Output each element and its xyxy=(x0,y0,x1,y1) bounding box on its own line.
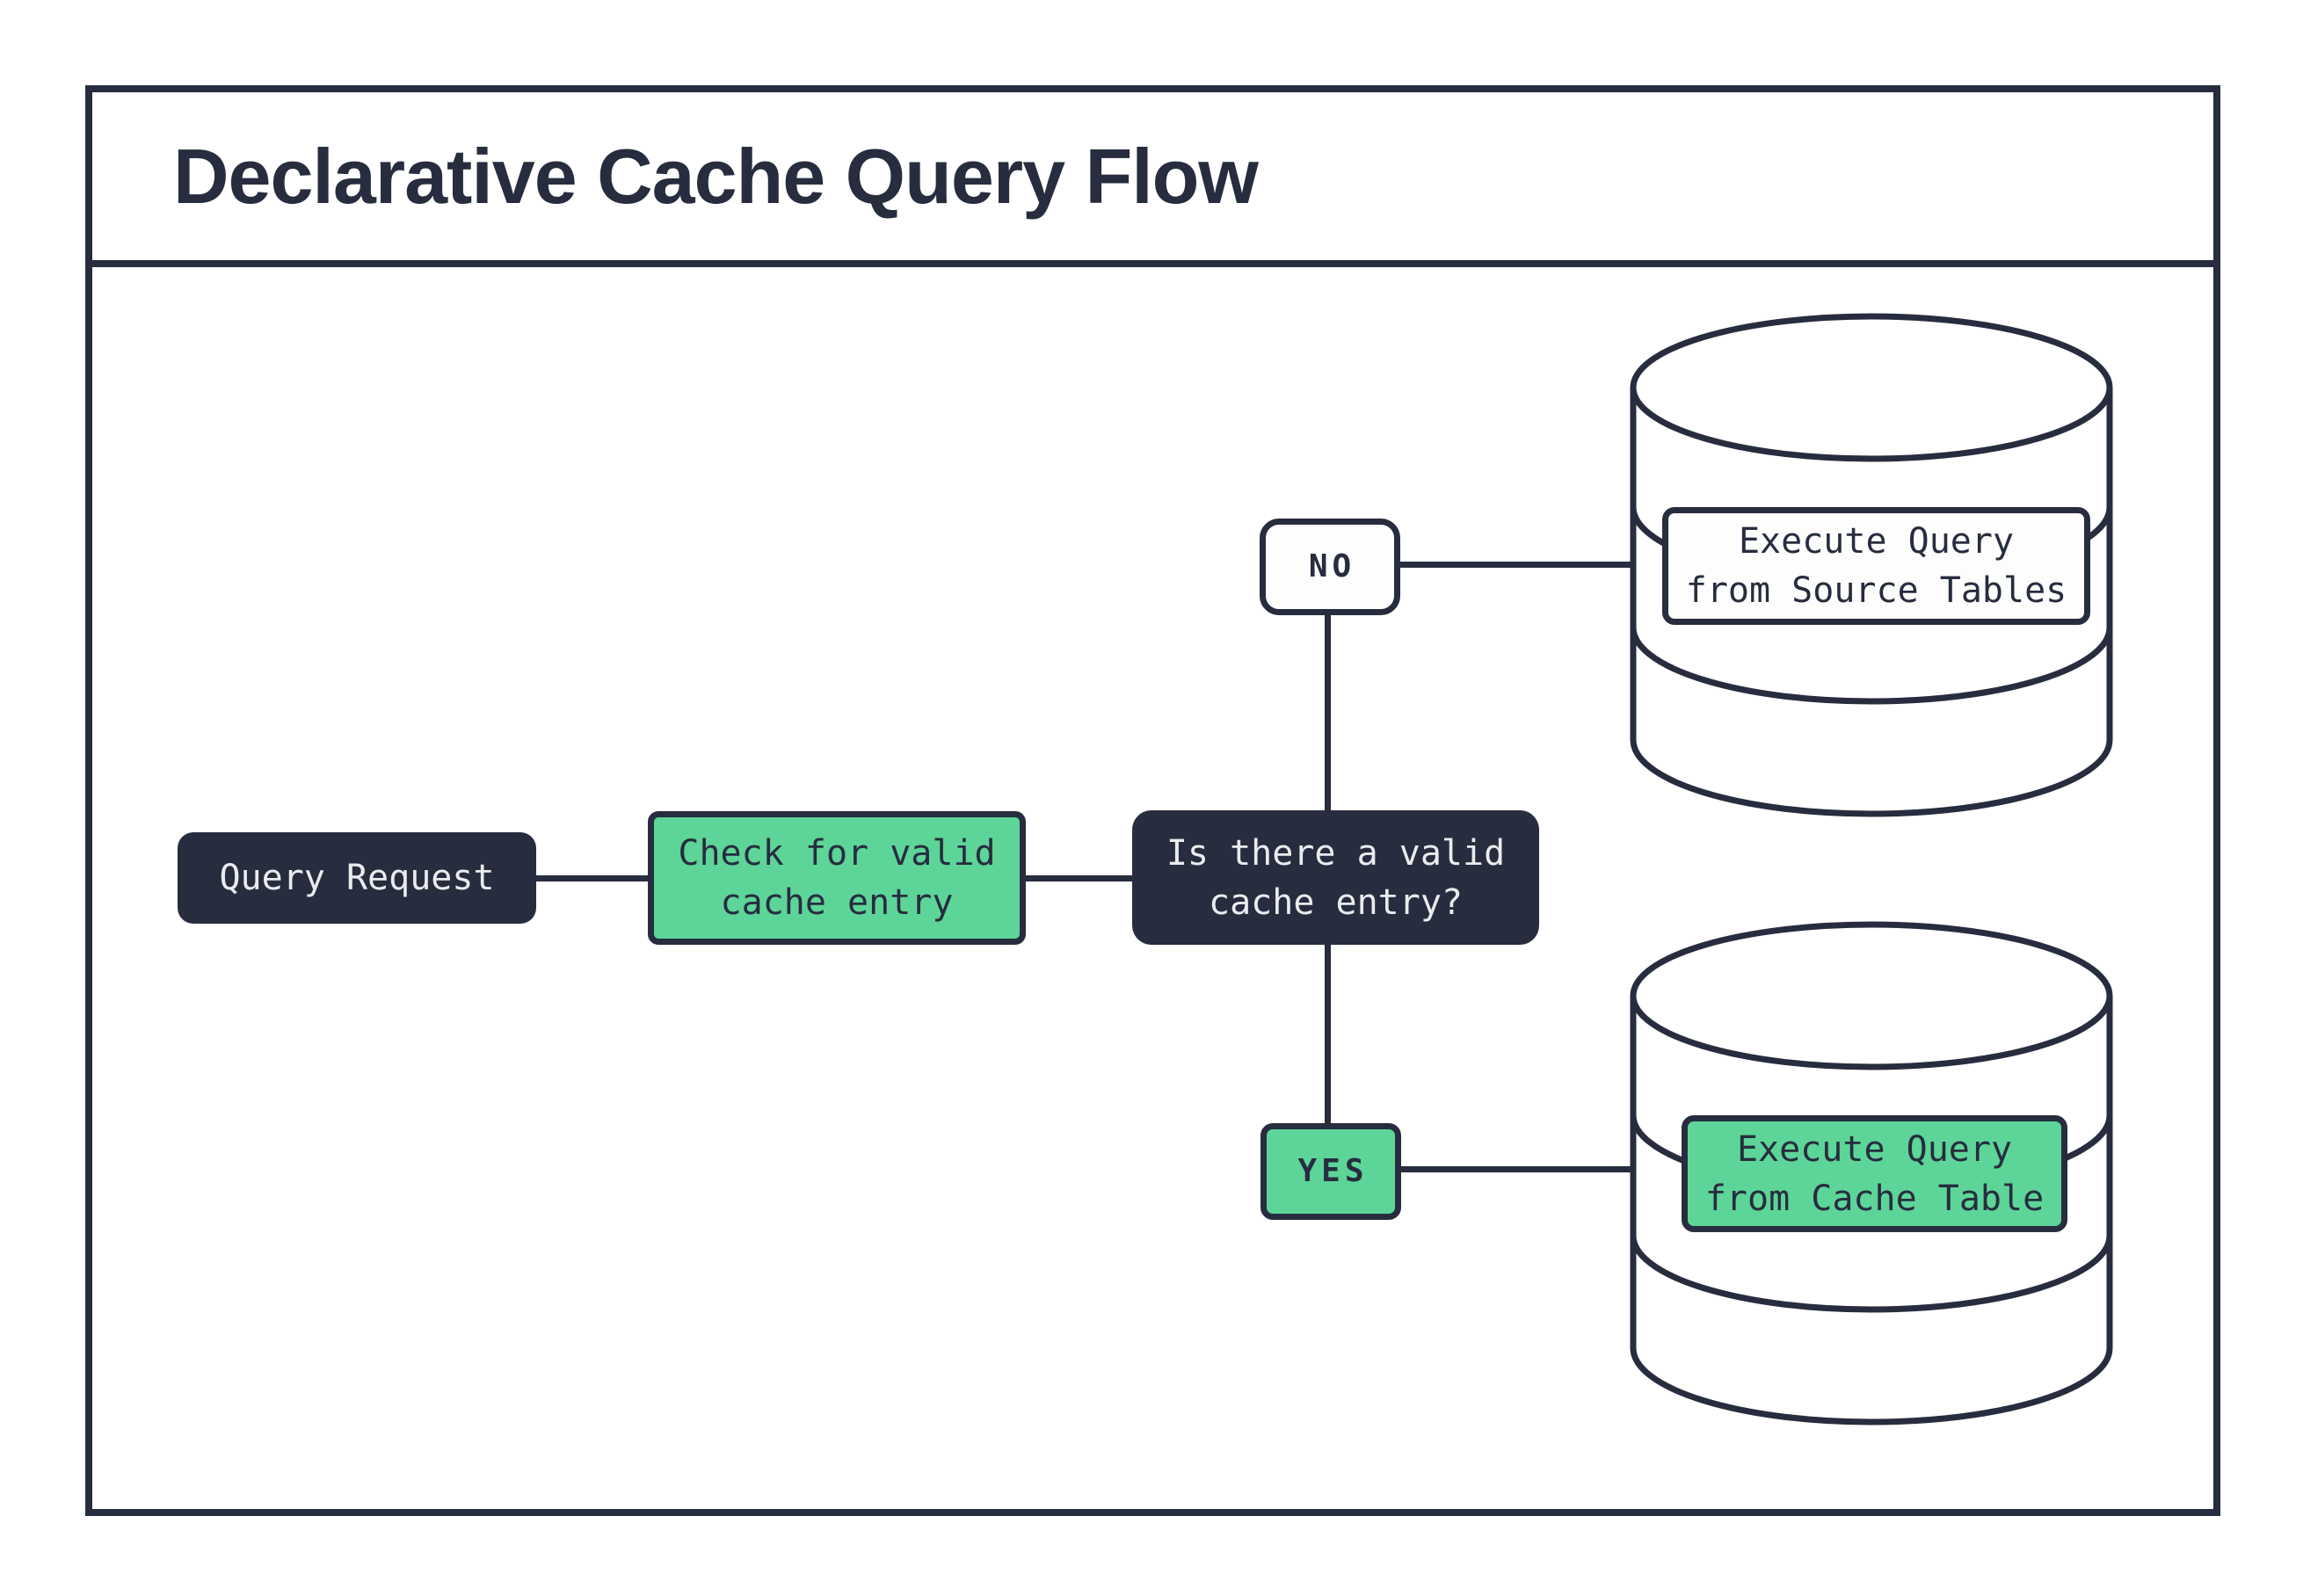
diagram-title: Declarative Cache Query Flow xyxy=(173,132,1259,220)
flow-canvas: Query Request Check for valid cache entr… xyxy=(92,267,2213,1502)
connector-decision-to-no xyxy=(1325,615,1331,810)
node-execute-source-tables: Execute Query from Source Tables xyxy=(1662,507,2090,625)
connector-no-to-source-db xyxy=(1400,562,1631,568)
branch-label-no: NO xyxy=(1260,519,1400,615)
source-tables-database: Execute Query from Source Tables xyxy=(1630,313,2113,819)
connector-yes-to-cache-db xyxy=(1401,1166,1631,1172)
connector-check-to-decision xyxy=(1026,875,1132,881)
connector-decision-to-yes xyxy=(1325,945,1331,1123)
diagram-frame: Declarative Cache Query Flow Query Reque… xyxy=(85,85,2220,1516)
branch-label-yes: YES xyxy=(1260,1123,1401,1220)
connector-query-to-check xyxy=(536,875,648,881)
title-bar: Declarative Cache Query Flow xyxy=(92,92,2213,267)
cache-table-database: Execute Query from Cache Table xyxy=(1630,921,2113,1427)
node-execute-cache-table: Execute Query from Cache Table xyxy=(1682,1115,2067,1232)
node-check-cache: Check for valid cache entry xyxy=(648,811,1026,945)
node-query-request: Query Request xyxy=(178,832,536,924)
node-decision-valid-cache: Is there a valid cache entry? xyxy=(1132,810,1539,945)
database-cylinder-icon xyxy=(1630,313,2113,817)
